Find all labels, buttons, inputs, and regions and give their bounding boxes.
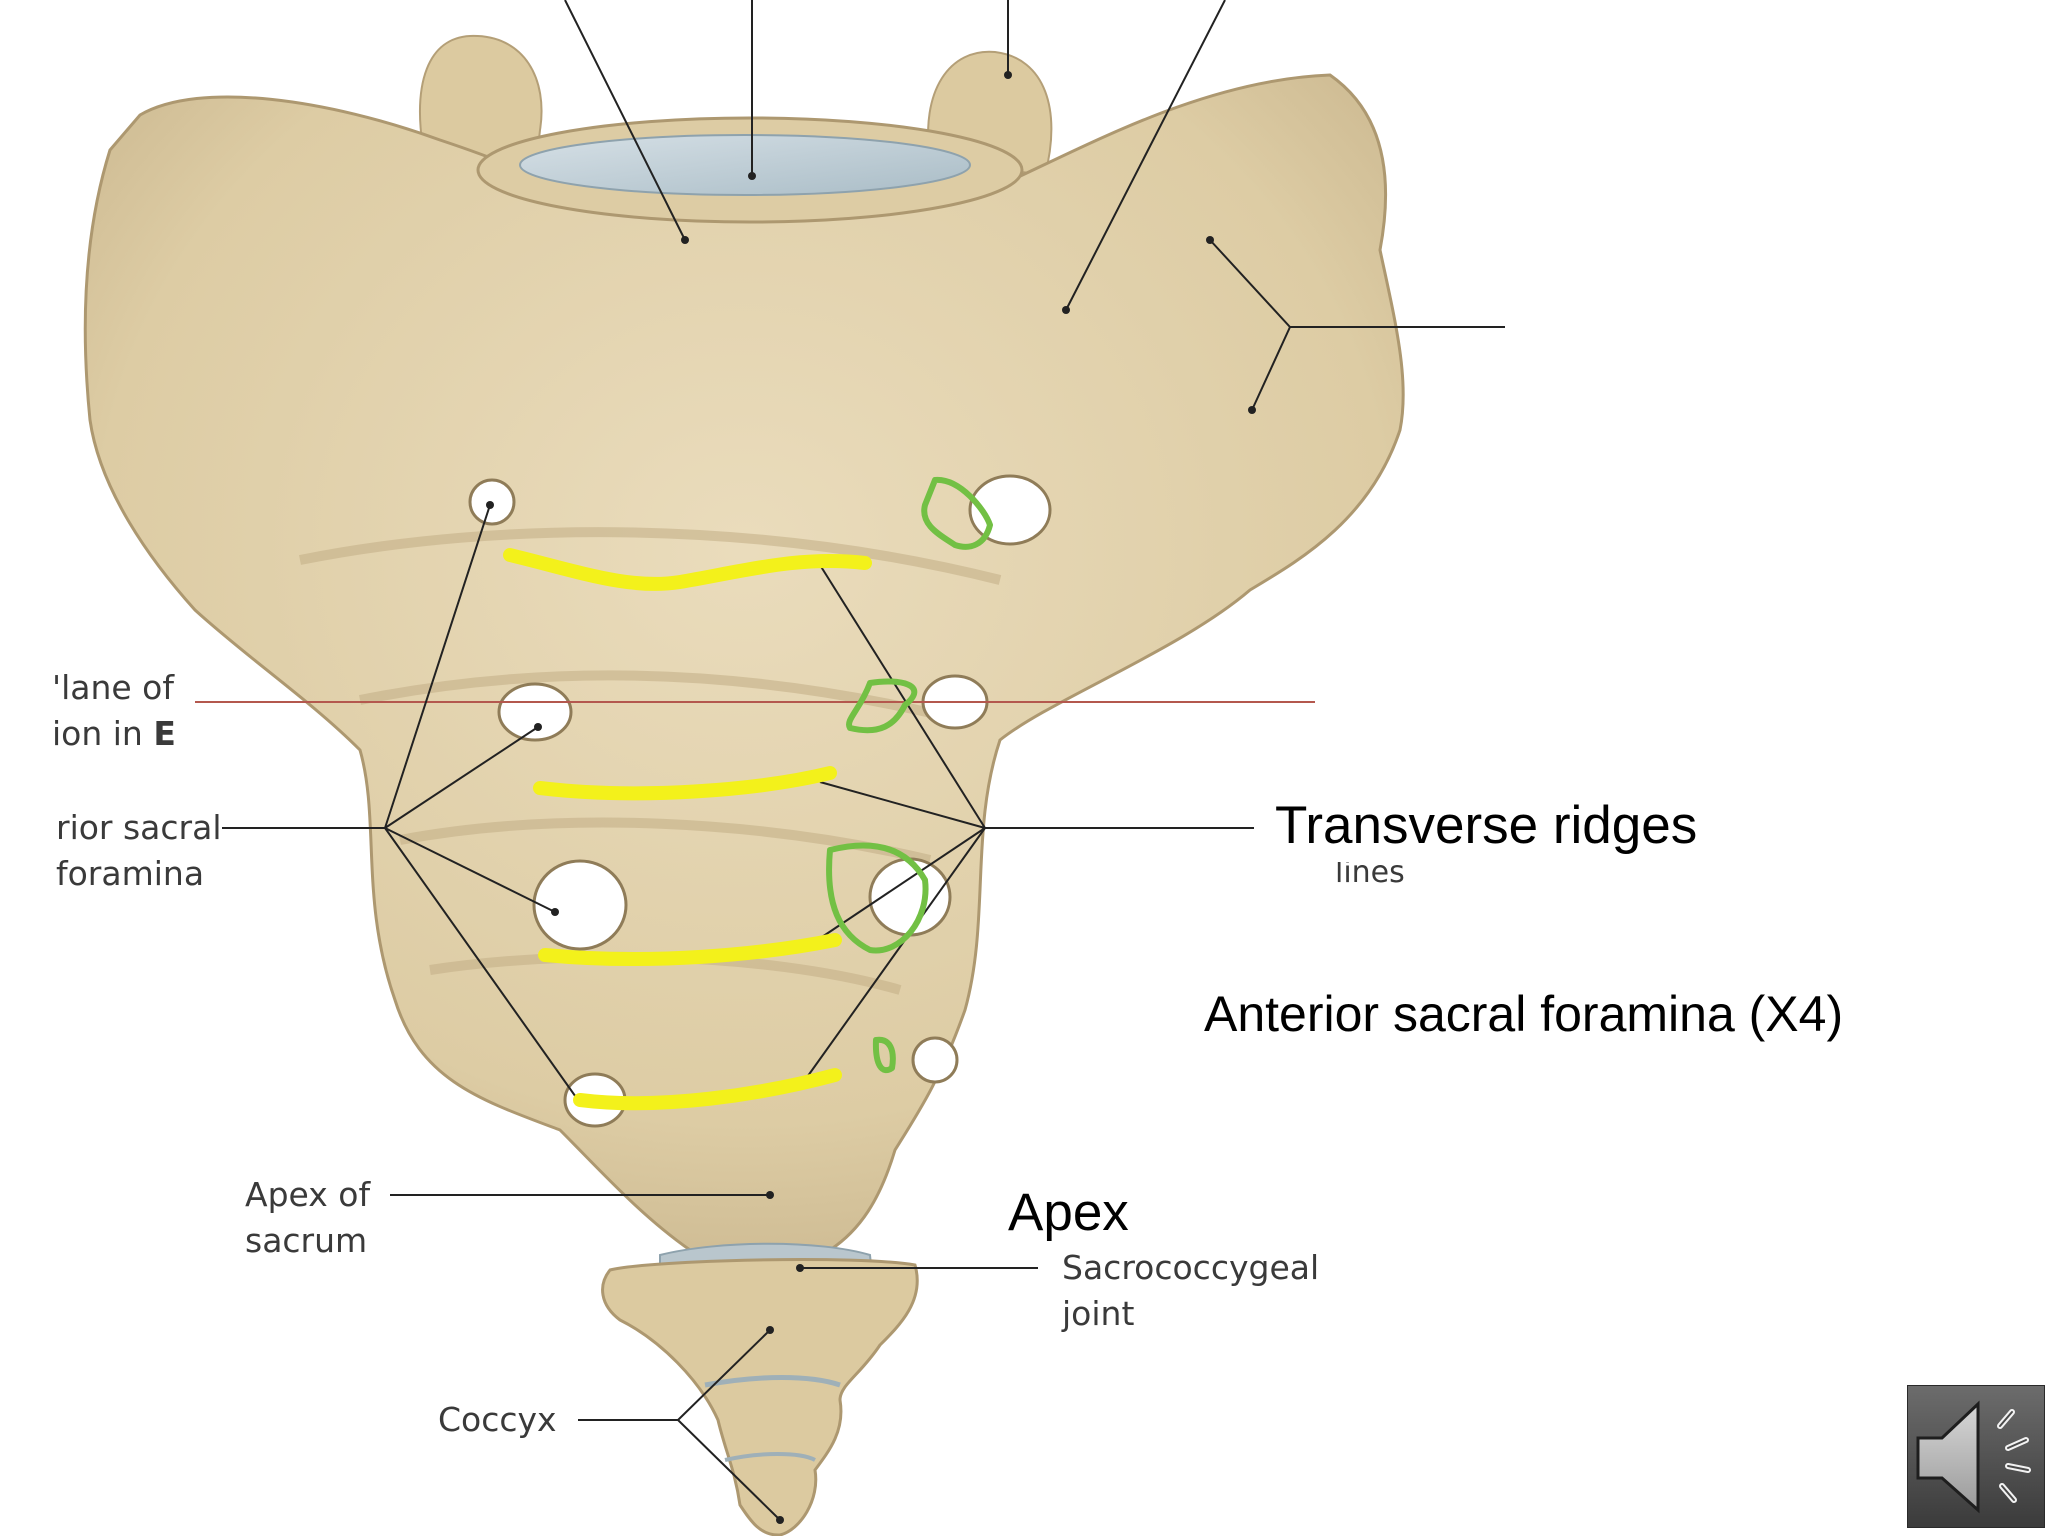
plane-label-bold: E [153, 714, 176, 753]
foramina-left-label: rior sacral foramina [56, 805, 222, 897]
plane-label-line1: 'lane of [52, 668, 174, 707]
foramina-highlights [826, 476, 993, 1074]
coccyx-bone [601, 1258, 919, 1536]
foramina-left-line2: foramina [56, 854, 205, 893]
sacrococcygeal-line2: joint [1062, 1294, 1135, 1333]
apex-sacrum-line2: sacrum [245, 1221, 368, 1260]
intervertebral-disc-surface [519, 134, 971, 196]
plane-label-line2: ion in [52, 714, 154, 753]
audio-button[interactable] [1907, 1385, 2045, 1528]
foramina-left-line1: rior sacral [56, 808, 222, 847]
anterior-sacral-foramina-annotation: Anterior sacral foramina (X4) [1204, 986, 1844, 1042]
sacrococcygeal-line1: Sacrococcygeal [1062, 1248, 1320, 1287]
apex-annotation: Apex [1008, 1183, 1129, 1242]
apex-sacrum-line1: Apex of [245, 1175, 371, 1214]
transverse-ridges-annotation: Transverse ridges [1275, 796, 1698, 855]
plane-of-section-label: 'lane of ion in E [52, 665, 176, 757]
sacrococcygeal-joint-label: Sacrococcygeal joint [1062, 1245, 1319, 1337]
leader-lines [222, 0, 1505, 1521]
apex-of-sacrum-label: Apex of sacrum [245, 1172, 370, 1264]
coccyx-label: Coccyx [438, 1400, 557, 1439]
sacrum-body [83, 73, 1405, 1256]
speaker-icon [1916, 1400, 2031, 1514]
left-articular-process [419, 34, 543, 177]
lines-partial-label: lines [1335, 855, 1405, 890]
transverse-ridge-highlights [503, 548, 872, 1111]
